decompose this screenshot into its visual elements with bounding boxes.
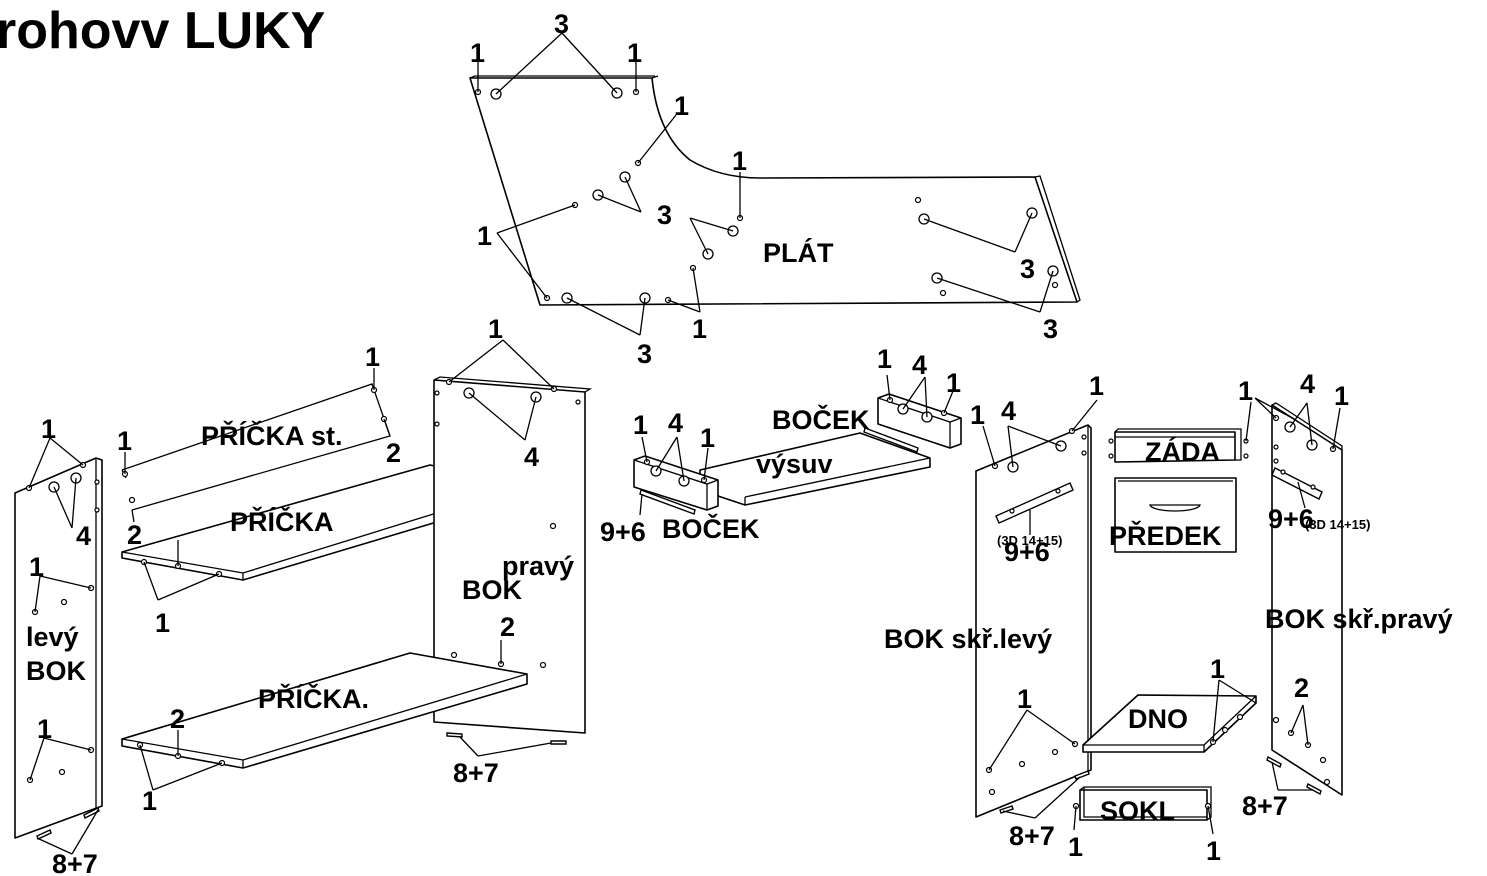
dno-panel (1082, 679, 1257, 753)
callout-9-6: 9+6 (600, 517, 646, 547)
callout-8-7: 8+7 (1242, 791, 1288, 821)
drawer-vysuv (633, 374, 962, 516)
callout-4: 4 (668, 408, 683, 438)
callout-1: 1 (365, 342, 380, 372)
callout-1: 1 (29, 552, 44, 582)
callout-3: 3 (554, 9, 569, 39)
callout-8-7: 8+7 (52, 849, 98, 876)
pricka-dot-label: PŘÍČKA. (258, 683, 369, 714)
bok-label-pravy: BOK (462, 575, 523, 605)
diagram-title: rohovv LUKY (0, 2, 325, 60)
callout-1: 1 (674, 91, 689, 121)
callout-4: 4 (1300, 369, 1315, 399)
callout-9-6: 9+6 (1004, 537, 1050, 567)
callout-1: 1 (488, 314, 503, 344)
bok-skr-pravy-label: BOK skř.pravý (1265, 604, 1453, 634)
callout-1: 1 (117, 426, 132, 456)
callout-1: 1 (1089, 371, 1104, 401)
callout-2: 2 (127, 520, 142, 550)
callout-3: 3 (1020, 254, 1035, 284)
dno-label: DNO (1128, 704, 1188, 734)
callout-3: 3 (1043, 314, 1058, 344)
pricka-dot-panel (121, 652, 528, 791)
vysuv-label: výsuv (756, 449, 833, 479)
bocek-label-back: BOČEK (772, 404, 870, 435)
callout-2: 2 (1294, 673, 1309, 703)
bok-label: BOK (26, 656, 87, 686)
sokl-panel (1072, 786, 1214, 835)
levy-label: levý (26, 622, 79, 652)
callout-1: 1 (41, 414, 56, 444)
callout-1: 1 (1068, 832, 1083, 862)
callout-1: 1 (732, 146, 747, 176)
callout-8-7: 8+7 (1009, 821, 1055, 851)
bok-skr-pravy-panel (1245, 397, 1343, 796)
callout-9-6: 9+6 (1268, 504, 1314, 534)
sokl-label: SOKL (1100, 796, 1175, 826)
callout-3: 3 (657, 200, 672, 230)
bocek-label-front: BOČEK (662, 513, 760, 544)
callout-1: 1 (1210, 654, 1225, 684)
callout-4: 4 (76, 521, 91, 551)
callout-8-7: 8+7 (453, 758, 499, 788)
callout-1: 1 (633, 410, 648, 440)
callout-1: 1 (692, 314, 707, 344)
predek-panel (1114, 477, 1237, 553)
callout-1: 1 (1334, 381, 1349, 411)
callout-3d: (3D 14+15) (1305, 517, 1370, 532)
plat-panel (469, 32, 1081, 336)
callout-1: 1 (877, 344, 892, 374)
callout-2: 2 (386, 438, 401, 468)
callout-4: 4 (912, 350, 927, 380)
callout-1: 1 (155, 608, 170, 638)
pricka-st-label: PŘÍČKA st. (201, 420, 343, 451)
callout-4: 4 (524, 442, 539, 472)
pricka-st-panel (121, 368, 391, 523)
callout-3: 3 (637, 339, 652, 369)
callout-1: 1 (946, 368, 961, 398)
pravy-bok-panel (433, 339, 593, 757)
callout-2: 2 (500, 612, 515, 642)
callout-1: 1 (470, 38, 485, 68)
plat-label: PLÁT (763, 237, 834, 268)
callout-4: 4 (1001, 396, 1016, 426)
callout-3d: (3D 14+15) (997, 533, 1062, 548)
callout-1: 1 (142, 786, 157, 816)
callout-2: 2 (170, 704, 185, 734)
bok-skr-levy-panel (975, 399, 1098, 819)
callout-1: 1 (1206, 836, 1221, 866)
zada-label: ZÁDA (1145, 436, 1220, 467)
callout-1: 1 (627, 38, 642, 68)
pravy-label: pravý (502, 551, 574, 581)
callout-1: 1 (700, 423, 715, 453)
callout-1: 1 (1238, 376, 1253, 406)
zada-panel (1108, 428, 1249, 463)
bok-skr-levy-label: BOK skř.levý (884, 624, 1052, 654)
callout-1: 1 (37, 714, 52, 744)
levy-bok-panel (14, 437, 103, 855)
predek-label: PŘEDEK (1109, 520, 1222, 551)
pricka-label: PŘÍČKA (230, 506, 334, 537)
callout-1: 1 (1017, 684, 1032, 714)
callout-1: 1 (477, 221, 492, 251)
callout-1: 1 (970, 400, 985, 430)
